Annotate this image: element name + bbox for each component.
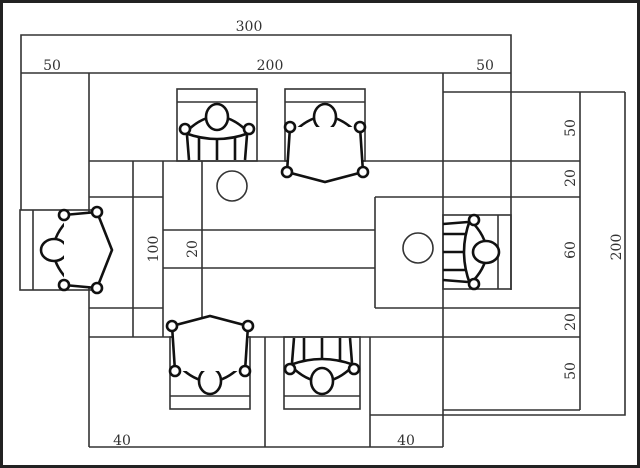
dim-left-table-width: 100 (146, 236, 162, 263)
dim-top-left: 50 (43, 58, 61, 74)
dim-right-b: 20 (563, 169, 579, 187)
dim-bottom-right: 40 (397, 433, 415, 449)
person-seat-top-left (176, 88, 258, 162)
dim-right-total: 200 (609, 234, 625, 261)
dim-right-d: 20 (563, 313, 579, 331)
person-seat-top-right (280, 88, 370, 184)
person-seat-right (442, 213, 512, 291)
person-seat-bottom-left (165, 314, 255, 410)
dim-right-c: 60 (563, 241, 579, 259)
dim-right-e: 50 (563, 362, 579, 380)
dim-left-inner: 20 (185, 240, 201, 258)
plate-icon (216, 170, 248, 202)
person-seat-bottom-right (283, 336, 361, 410)
dim-top-total: 300 (236, 19, 263, 35)
table-and-grid (89, 160, 580, 447)
dim-bottom-left: 40 (113, 433, 131, 449)
dimension-lines (20, 34, 626, 448)
person-seat-left (19, 205, 114, 295)
dim-right-a: 50 (563, 119, 579, 137)
dim-top-middle: 200 (257, 58, 284, 74)
plate-icon (402, 232, 434, 264)
dim-top-right: 50 (476, 58, 494, 74)
